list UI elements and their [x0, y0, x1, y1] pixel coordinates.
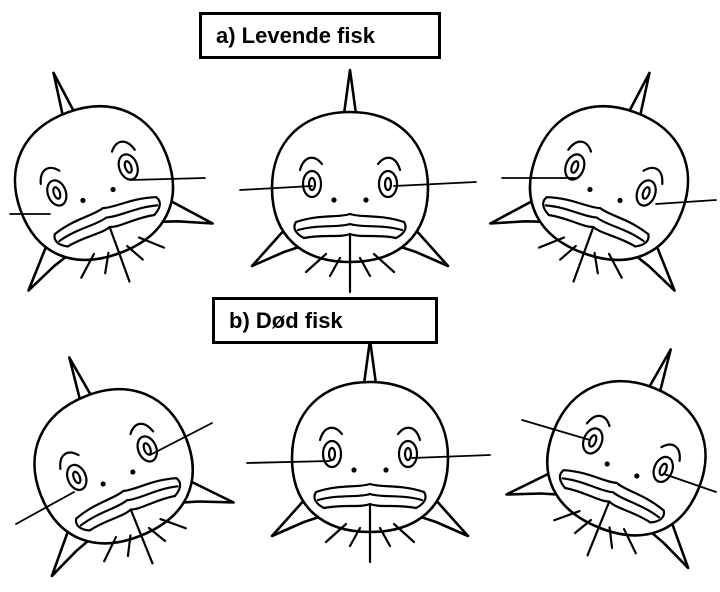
dead-fish-right: [497, 313, 720, 587]
dead-fish-center: [272, 340, 468, 562]
label-dead-fish: b) Død fisk: [212, 297, 438, 344]
living-fish-left: [0, 39, 222, 315]
label-living-fish: a) Levende fisk: [199, 12, 441, 59]
dead-fish-left: [0, 321, 243, 587]
living-fish-center: [252, 70, 448, 292]
